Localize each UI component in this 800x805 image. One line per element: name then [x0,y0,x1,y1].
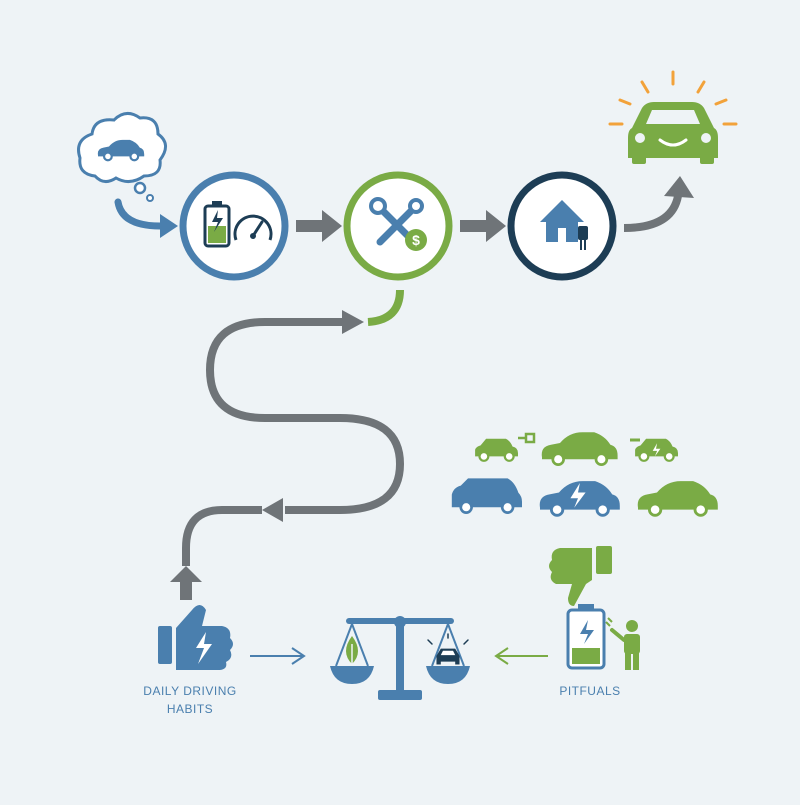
arrow-tools-to-home [460,210,506,242]
arrow-habits-to-scale [250,647,306,665]
wrench-dollar-icon: $ [343,171,453,281]
arrow-battery-to-tools [296,210,342,242]
car-lineup-icon [451,432,718,517]
balance-scale-icon [330,616,470,700]
pitfalls-label: PITFUALS [559,684,621,698]
thumbs-up-bolt-icon [158,605,233,670]
arrow-pitfalls-to-scale [494,647,548,665]
arrow-up-from-habits [170,566,202,600]
happy-car-icon [608,70,738,164]
winding-path [182,289,405,566]
arrow-cloud-to-battery [114,198,178,238]
daily-driving-habits-line2: HABITS [166,702,214,716]
thumbs-down-icon [549,546,612,606]
thought-cloud-car-icon [77,112,167,202]
battery-person-icon [566,604,640,670]
daily-driving-habits-label: DAILY DRIVING HABITS [130,682,250,718]
daily-driving-habits-line1: DAILY DRIVING [143,684,237,698]
svg-text:$: $ [412,232,420,248]
battery-speedometer-icon [179,171,289,281]
home-charger-icon [507,171,617,281]
arrow-home-to-happy-car [623,176,694,232]
